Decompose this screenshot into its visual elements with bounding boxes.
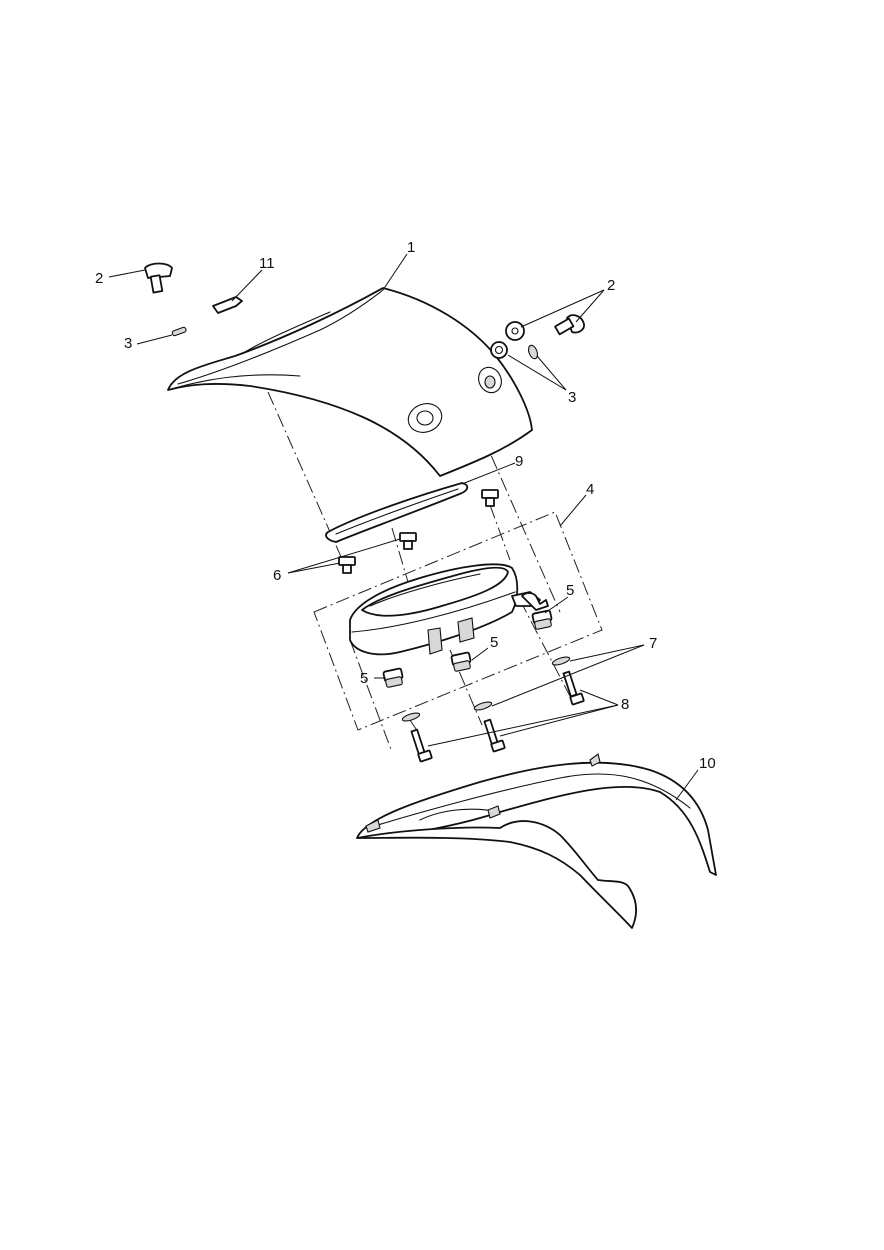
instrument-housing-part-4 xyxy=(349,563,549,656)
callout-9: 9 xyxy=(515,453,523,470)
callout-8: 8 xyxy=(621,696,629,713)
callout-labels: 1 2 11 2 3 3 9 4 6 5 5 7 5 8 10 xyxy=(95,239,716,772)
washer-part-7-c xyxy=(401,712,421,722)
callout-4: 4 xyxy=(586,481,594,498)
damper-part-5-right xyxy=(531,609,553,630)
screw-part-2-right xyxy=(554,314,585,336)
callout-5-mid: 5 xyxy=(490,634,498,651)
callout-10: 10 xyxy=(699,755,716,772)
washer-part-7-b xyxy=(473,701,493,711)
washer-part-7-a xyxy=(551,656,571,666)
grommet-part-6-c xyxy=(481,489,499,507)
gasket-part-9 xyxy=(325,482,469,543)
callout-1: 1 xyxy=(407,239,415,256)
grommet-part-6-a xyxy=(338,556,356,574)
callout-5-left: 5 xyxy=(360,670,368,687)
bolt-part-8-c xyxy=(410,728,433,763)
callout-11: 11 xyxy=(259,255,275,272)
bolt-part-8-a xyxy=(562,670,585,706)
callout-3-left: 3 xyxy=(124,335,132,352)
washer-part-3-left xyxy=(171,326,187,337)
clip-part-11 xyxy=(212,296,243,314)
grommet-part-6-b xyxy=(399,532,417,550)
leader-lines xyxy=(108,253,699,801)
callout-5-right: 5 xyxy=(566,582,574,599)
cowl-part-1 xyxy=(167,287,533,477)
washer-part-2-right xyxy=(505,321,525,341)
screw-part-2-left xyxy=(144,262,173,294)
callout-6: 6 xyxy=(273,567,281,584)
washer-part-3-right xyxy=(527,344,539,360)
damper-part-5-left xyxy=(382,667,404,688)
callout-3-right: 3 xyxy=(568,389,576,406)
grommet-part-3-right xyxy=(490,341,508,359)
lower-trim-part-10 xyxy=(356,753,717,929)
callout-2-left: 2 xyxy=(95,270,103,287)
instrument-assembly-frame xyxy=(313,511,603,731)
damper-part-5-mid xyxy=(450,651,472,672)
callout-2-right: 2 xyxy=(607,277,615,294)
callout-7: 7 xyxy=(649,635,657,652)
